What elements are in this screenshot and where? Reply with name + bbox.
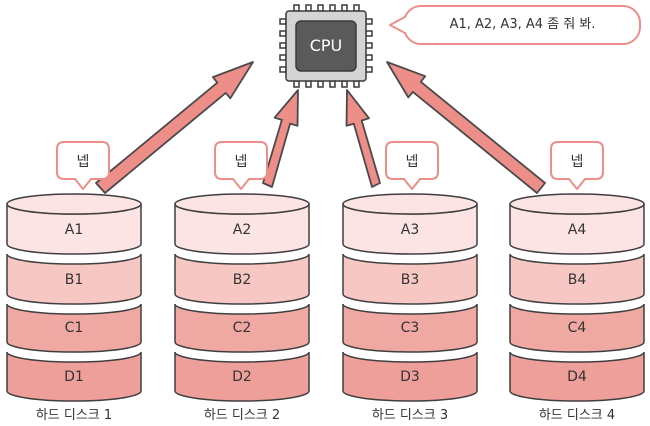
disk-layer-1-4 [6,351,142,402]
disk-layer-4-4 [509,351,645,402]
reply-bubble-3 [385,141,439,190]
block-label-a2: A2 [232,222,252,238]
disk-stack-4 [509,193,645,402]
disk-title-1: 하드 디스크 1 [35,408,113,423]
block-label-b2: B2 [232,272,252,288]
reply-bubble-2 [214,141,268,190]
disk-layer-3-2 [342,253,478,305]
block-label-c1: C1 [64,320,84,336]
reply-bubbles [56,141,604,190]
disk-top-1 [6,193,142,215]
block-label-d2: D2 [232,369,252,385]
block-label-d4: D4 [567,369,587,385]
disk-top-2 [174,193,310,215]
disk-title-3: 하드 디스크 3 [371,408,449,423]
disk-stack-3 [342,193,478,402]
reply-bubble-4 [550,141,604,190]
block-label-b1: B1 [64,272,84,288]
block-label-a4: A4 [567,222,587,238]
block-label-a3: A3 [400,222,420,238]
reply-text-disk1: 넵 [76,154,90,170]
reply-text-disk2: 넵 [234,154,248,170]
disk-stacks [6,193,645,402]
disk-layer-3-3 [342,303,478,353]
reply-text-disk4: 넵 [570,154,584,170]
block-label-c4: C4 [567,320,587,336]
disk-title-2: 하드 디스크 2 [203,408,281,423]
arrow-disk4 [386,61,546,194]
block-label-b4: B4 [567,272,587,288]
arrow-disk3 [345,89,381,188]
reply-bubble-1 [56,141,110,190]
arrow-disk1 [95,61,254,194]
block-label-c2: C2 [232,320,252,336]
block-label-d1: D1 [64,369,84,385]
disk-top-4 [509,193,645,215]
arrow-disk2 [262,89,299,188]
request-text: A1, A2, A3, A4 좀 줘 봐. [449,17,596,32]
cpu-core [295,20,357,72]
block-label-d3: D3 [400,369,420,385]
cpu-chip [279,4,373,88]
disk-layer-1-3 [6,303,142,353]
disk-stack-2 [174,193,310,402]
block-label-c3: C3 [400,320,420,336]
block-label-b3: B3 [400,272,420,288]
disk-layer-2-4 [174,351,310,402]
disk-stack-1 [6,193,142,402]
arrows [95,61,546,194]
disk-layer-4-3 [509,303,645,353]
request-bubble [389,5,641,45]
disk-layer-4-2 [509,253,645,305]
disk-layer-2-2 [174,253,310,305]
disk-layer-3-4 [342,351,478,402]
reply-text-disk3: 넵 [405,154,419,170]
block-label-a1: A1 [64,222,84,238]
disk-title-4: 하드 디스크 4 [538,408,616,423]
disk-top-3 [342,193,478,215]
disk-layer-1-2 [6,253,142,305]
disk-layer-2-3 [174,303,310,353]
cpu-label: CPU [309,36,343,55]
